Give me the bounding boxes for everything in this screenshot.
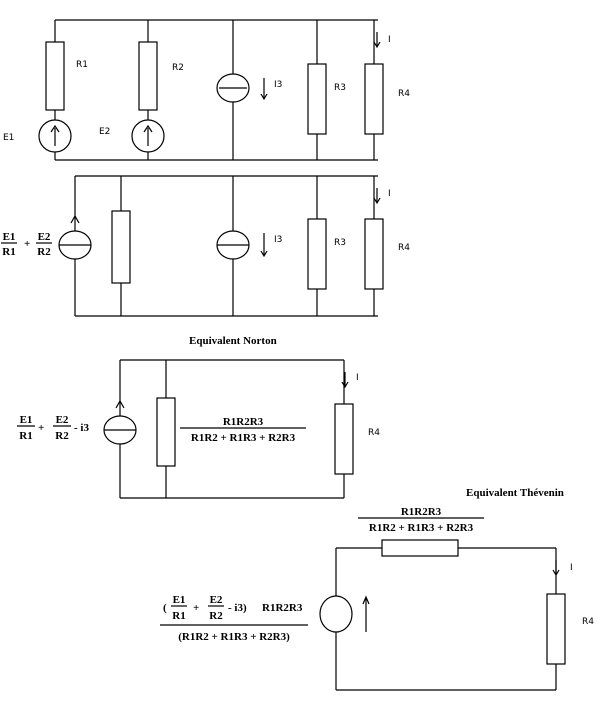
thevenin-minus-i3: - i3) <box>228 602 247 614</box>
thevenin-mult: R1R2R3 <box>262 602 303 614</box>
norton-e1-num: E1 <box>20 414 33 426</box>
c2-r1-den: R1 <box>2 246 15 258</box>
r1-resistor <box>45 41 65 111</box>
thevenin-r2-den: R2 <box>209 610 223 622</box>
i-label: I <box>388 35 391 45</box>
thevenin-voltage-source-icon <box>319 595 353 633</box>
thevenin-r1-den: R1 <box>172 610 185 622</box>
norton-i-label: I <box>356 373 359 383</box>
thevenin-r4-resistor <box>546 593 566 665</box>
norton-title: Equivalent Norton <box>189 335 277 347</box>
c2-r4-label: R4 <box>398 243 410 253</box>
i3-label: I3 <box>274 80 282 90</box>
thevenin-source-arrow-icon <box>362 595 370 632</box>
norton-source-arrow-icon <box>115 399 125 409</box>
norton-i-arrow-icon <box>341 372 349 389</box>
c2-i-label: I <box>388 189 391 199</box>
thevenin-r4-label: R4 <box>582 617 594 627</box>
r3-resistor <box>307 63 327 135</box>
thevenin-open-paren: ( <box>163 602 167 614</box>
c2-rails <box>75 175 378 317</box>
thevenin-res-den: R1R2 + R1R3 + R2R3 <box>369 522 474 534</box>
norton-plus: + <box>38 422 44 434</box>
c2-equivalent-resistor <box>111 210 131 284</box>
c2-source-arrow-icon <box>70 214 80 224</box>
e1-label: E1 <box>3 133 14 143</box>
i3-arrow-icon <box>260 78 268 101</box>
e2-label: E2 <box>99 127 110 137</box>
norton-equivalent: Equivalent Norton E1 R1 + E2 R2 - i3 R1R… <box>17 335 380 499</box>
r4-label: R4 <box>398 89 410 99</box>
r3-label: R3 <box>334 83 346 93</box>
e1-arrow-icon <box>50 124 60 146</box>
r2-resistor <box>138 41 158 111</box>
c2-e2-num: E2 <box>38 231 51 243</box>
norton-res-den: R1R2 + R1R3 + R2R3 <box>191 432 296 444</box>
c2-plus: + <box>24 238 30 250</box>
thevenin-series-resistor <box>381 539 459 557</box>
r1-label: R1 <box>76 60 88 70</box>
thevenin-den: (R1R2 + R1R3 + R2R3) <box>178 631 290 643</box>
thevenin-e1-num: E1 <box>173 594 186 606</box>
e2-arrow-icon <box>143 124 153 146</box>
i-arrow-icon <box>373 32 381 49</box>
c2-i3-arrow-icon <box>260 233 268 258</box>
c2-r3-resistor <box>307 218 327 290</box>
circuit-1: R1 E1 R2 E2 I3 R3 I R4 <box>3 19 410 161</box>
norton-minus-i3: - i3 <box>74 422 89 434</box>
c2-i-arrow-icon <box>373 188 381 205</box>
thevenin-plus: + <box>193 602 199 614</box>
norton-r1-den: R1 <box>19 430 32 442</box>
thevenin-e2-num: E2 <box>210 594 223 606</box>
norton-rails <box>120 359 344 499</box>
thevenin-equivalent: Equivalent Thévenin R1R2R3 R1R2 + R1R3 +… <box>160 487 594 691</box>
c2-r2-den: R2 <box>37 246 51 258</box>
c1-rails <box>55 19 378 161</box>
norton-r2-den: R2 <box>55 430 69 442</box>
thevenin-title: Equivalent Thévenin <box>466 487 564 499</box>
r4-resistor <box>364 63 384 135</box>
norton-equivalent-resistor <box>156 397 176 467</box>
r2-label: R2 <box>172 63 184 73</box>
c2-r3-label: R3 <box>334 238 346 248</box>
c2-r4-resistor <box>364 218 384 290</box>
thevenin-rails <box>336 547 556 691</box>
c2-i3-label: I3 <box>274 235 282 245</box>
thevenin-res-num: R1R2R3 <box>401 506 442 518</box>
norton-r4-label: R4 <box>368 428 380 438</box>
norton-res-num: R1R2R3 <box>223 416 264 428</box>
norton-r4-resistor <box>334 403 354 475</box>
norton-e2-num: E2 <box>56 414 69 426</box>
thevenin-i-arrow-icon <box>552 560 560 577</box>
c2-e1-num: E1 <box>3 231 16 243</box>
thevenin-i-label: I <box>570 563 573 573</box>
circuit-2: E1 R1 + E2 R2 I3 R3 I R4 <box>1 175 410 317</box>
